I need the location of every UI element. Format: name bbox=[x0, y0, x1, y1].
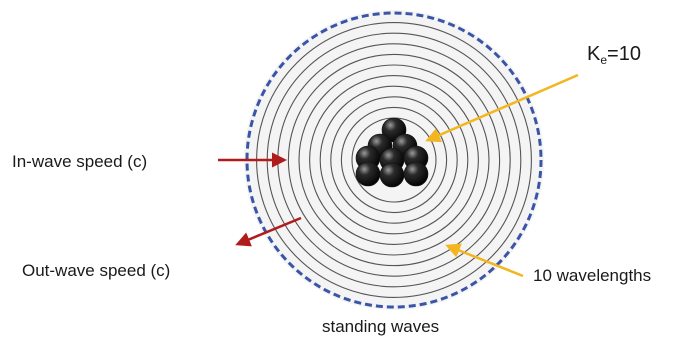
particle bbox=[379, 162, 405, 188]
out-wave-speed-label: Out-wave speed (c) bbox=[22, 261, 171, 280]
ke-label: Ke=10 bbox=[587, 44, 641, 66]
wave-ring bbox=[298, 64, 490, 256]
particle-cluster bbox=[355, 117, 429, 188]
wavelengths-label: 10 wavelengths bbox=[533, 266, 652, 285]
wavelengths-pointer-arrow bbox=[445, 243, 524, 278]
wave-ring bbox=[340, 106, 448, 214]
wave-ring bbox=[319, 85, 469, 235]
ke-pointer-arrow bbox=[425, 73, 579, 143]
ke-subscript: e bbox=[600, 53, 608, 67]
out-wave-arrow bbox=[235, 216, 302, 247]
ke-symbol: K bbox=[587, 43, 601, 65]
wave-ring bbox=[309, 75, 479, 245]
wave-ring bbox=[287, 53, 501, 267]
boundary-circle bbox=[245, 11, 543, 309]
wave-ring bbox=[330, 96, 458, 224]
standing-waves-caption: standing waves bbox=[322, 317, 440, 336]
in-wave-speed-label: In-wave speed (c) bbox=[12, 152, 148, 171]
ke-value: =10 bbox=[607, 43, 641, 65]
particle bbox=[403, 161, 429, 187]
particle bbox=[355, 161, 381, 187]
